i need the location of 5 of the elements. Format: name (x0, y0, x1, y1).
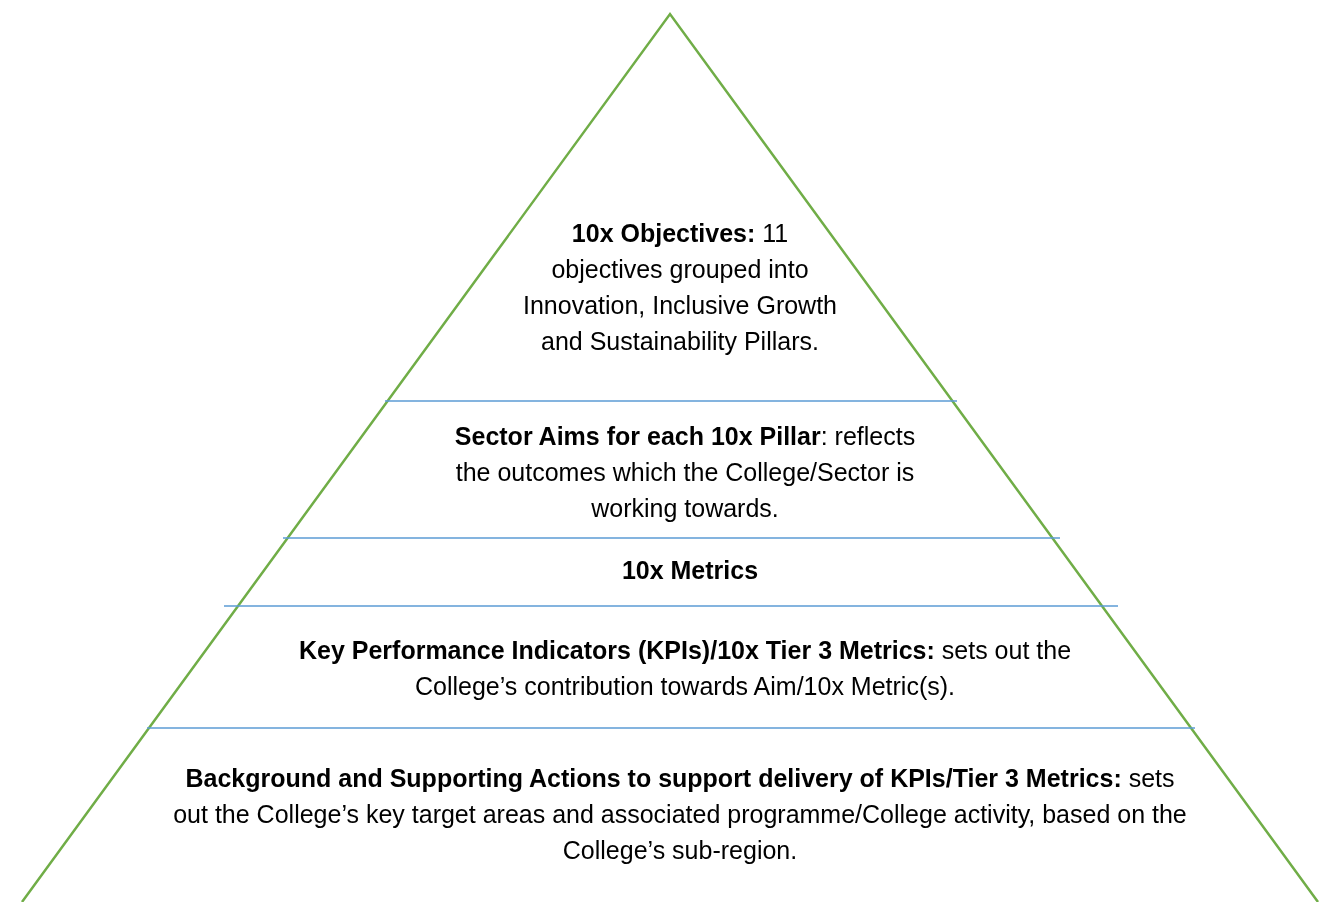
pyramid-tier-text: 10x Metrics (480, 552, 900, 588)
pyramid-tier-text: 10x Objectives: 11 objectives grouped into Innovation, Inclusive Growth and Sustainability Pillars. (515, 215, 845, 359)
pyramid-tier-text: Sector Aims for each 10x Pillar: reflects the outcomes which the College/Sector is working towards. (440, 418, 930, 526)
pyramid-tier-text: Key Performance Indicators (KPIs)/10x Tier 3 Metrics: sets out the College’s contribution towards Aim/10x Metric(s). (255, 632, 1115, 704)
pyramid-tier-text: Background and Supporting Actions to support delivery of KPIs/Tier 3 Metrics: sets out the College’s key target areas and associated programme/College activity, based on the College’s sub-region. (170, 760, 1190, 868)
